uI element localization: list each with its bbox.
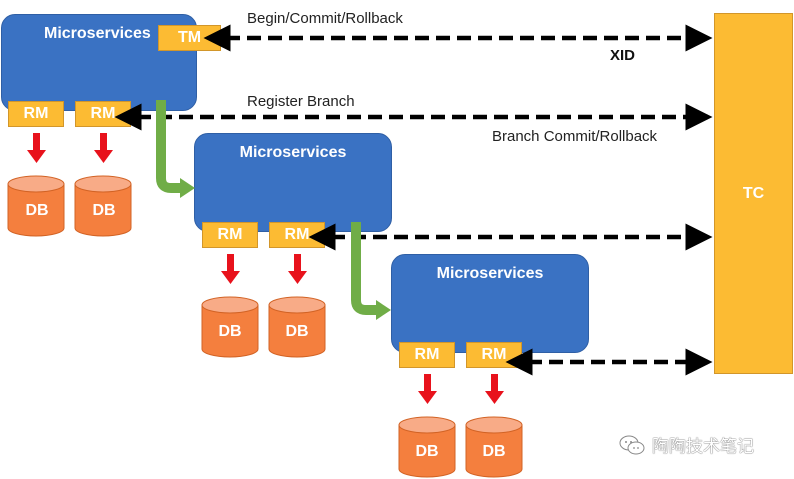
- watermark-text: 陶陶技术笔记: [652, 437, 754, 456]
- microservice-1-title: Microservices: [44, 25, 151, 42]
- microservice-3-title: Microservices: [436, 265, 544, 282]
- tc-box: TC: [714, 13, 793, 374]
- db-2b-label-wrap: DB: [268, 297, 326, 359]
- wechat-icon: [619, 435, 645, 454]
- db-1a: [7, 175, 65, 237]
- rm-box-3a: RM: [399, 342, 455, 368]
- label-branch-commit-rollback: Branch Commit/Rollback: [492, 128, 658, 145]
- db-3b-label-wrap: DB: [465, 417, 523, 479]
- db-2a: [201, 296, 259, 358]
- db-1b: [74, 175, 132, 237]
- db-arrow-2a: [221, 254, 240, 284]
- db-arrow-2b: [288, 254, 307, 284]
- db-2a-label: DB: [218, 323, 242, 340]
- db-3b-label: DB: [482, 443, 506, 460]
- db-1a-label: DB: [25, 202, 49, 219]
- db-arrow-1b: [94, 133, 113, 163]
- microservice-2-title: Microservices: [239, 144, 347, 161]
- db-arrow-3b: [485, 374, 504, 404]
- db-arrows: [27, 133, 504, 404]
- rm-box-2a: RM: [202, 222, 258, 248]
- db-2b: [268, 296, 326, 358]
- db-3b: [465, 416, 523, 478]
- flow-arrow-2-3: [351, 222, 391, 320]
- flow-arrow-1-2: [156, 100, 195, 198]
- db-arrow-3a: [418, 374, 437, 404]
- db-3a-label-wrap: DB: [398, 417, 456, 479]
- db-arrow-1a: [27, 133, 46, 163]
- db-3a: [398, 416, 456, 478]
- rm-box-1a: RM: [8, 101, 64, 127]
- microservice-2: Microservices: [194, 133, 392, 232]
- db-1b-label: DB: [92, 202, 116, 219]
- microservice-3: Microservices: [391, 254, 589, 353]
- db-1a-label-wrap: DB: [8, 176, 66, 238]
- db-2a-label-wrap: DB: [201, 297, 259, 359]
- db-1b-label-wrap: DB: [75, 176, 133, 238]
- watermark: 陶陶技术笔记: [618, 432, 754, 457]
- db-3a-label: DB: [415, 443, 439, 460]
- db-cylinders: [7, 175, 523, 478]
- db-2b-label: DB: [285, 323, 309, 340]
- label-begin-commit-rollback: Begin/Commit/Rollback: [247, 10, 403, 27]
